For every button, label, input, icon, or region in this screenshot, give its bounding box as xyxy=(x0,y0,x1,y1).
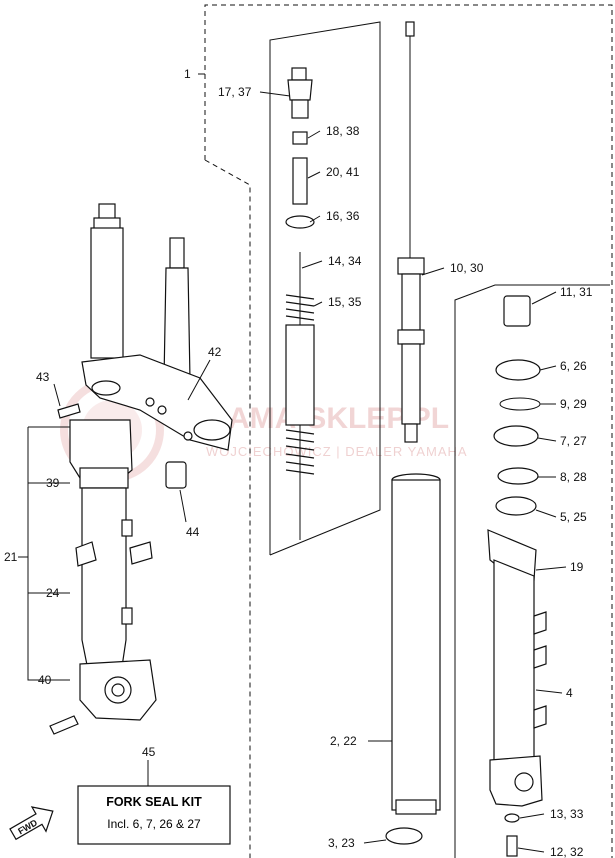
callout-16-36: 16, 36 xyxy=(326,209,360,223)
callout-10-30: 10, 30 xyxy=(450,261,484,275)
callout-2-22: 2, 22 xyxy=(330,734,357,748)
kit-title: FORK SEAL KIT xyxy=(106,795,202,809)
callout-1: 1 xyxy=(184,67,191,81)
callout-19: 19 xyxy=(570,560,584,574)
callout-18-38: 18, 38 xyxy=(326,124,360,138)
group-21-bracket xyxy=(18,426,80,681)
callout-5-25: 5, 25 xyxy=(560,510,587,524)
callout-44: 44 xyxy=(186,525,200,539)
callout-labels: 1 17, 37 18, 38 20, 41 16, 36 14, 34 15,… xyxy=(4,67,593,858)
callout-8-28: 8, 28 xyxy=(560,470,587,484)
callout-45: 45 xyxy=(142,745,156,759)
cartridge-boundary xyxy=(269,21,381,556)
fwd-arrow-icon: FWD xyxy=(9,806,54,841)
callout-20-41: 20, 41 xyxy=(326,165,360,179)
callout-43: 43 xyxy=(36,370,50,384)
callout-7-27: 7, 27 xyxy=(560,434,587,448)
kit-subtitle: Incl. 6, 7, 26 & 27 xyxy=(107,817,201,831)
callout-14-34: 14, 34 xyxy=(328,254,362,268)
watermark-sub: WOJCIECHOWICZ | DEALER YAMAHA xyxy=(206,444,468,459)
callout-6-26: 6, 26 xyxy=(560,359,587,373)
callout-42: 42 xyxy=(208,345,222,359)
spring xyxy=(285,294,315,475)
leader-lines xyxy=(53,73,567,853)
callout-15-35: 15, 35 xyxy=(328,295,362,309)
callout-40: 40 xyxy=(38,673,52,687)
callout-11-31: 11, 31 xyxy=(560,285,593,299)
seal-stack xyxy=(493,295,541,516)
callout-39: 39 xyxy=(46,476,60,490)
callout-24: 24 xyxy=(46,586,60,600)
callout-21: 21 xyxy=(4,550,18,564)
assembled-fork xyxy=(49,203,233,735)
outer-tube-boundary xyxy=(454,284,610,858)
outer-tube xyxy=(487,529,547,857)
fork-seal-kit-box: FORK SEAL KIT Incl. 6, 7, 26 & 27 xyxy=(77,785,231,845)
callout-3-23: 3, 23 xyxy=(328,836,355,850)
callout-17-37: 17, 37 xyxy=(218,85,252,99)
cartridge-parts xyxy=(285,21,441,845)
callout-4: 4 xyxy=(566,686,573,700)
callout-12-32: 12, 32 xyxy=(550,845,584,858)
callout-9-29: 9, 29 xyxy=(560,397,587,411)
callout-13-33: 13, 33 xyxy=(550,807,584,821)
